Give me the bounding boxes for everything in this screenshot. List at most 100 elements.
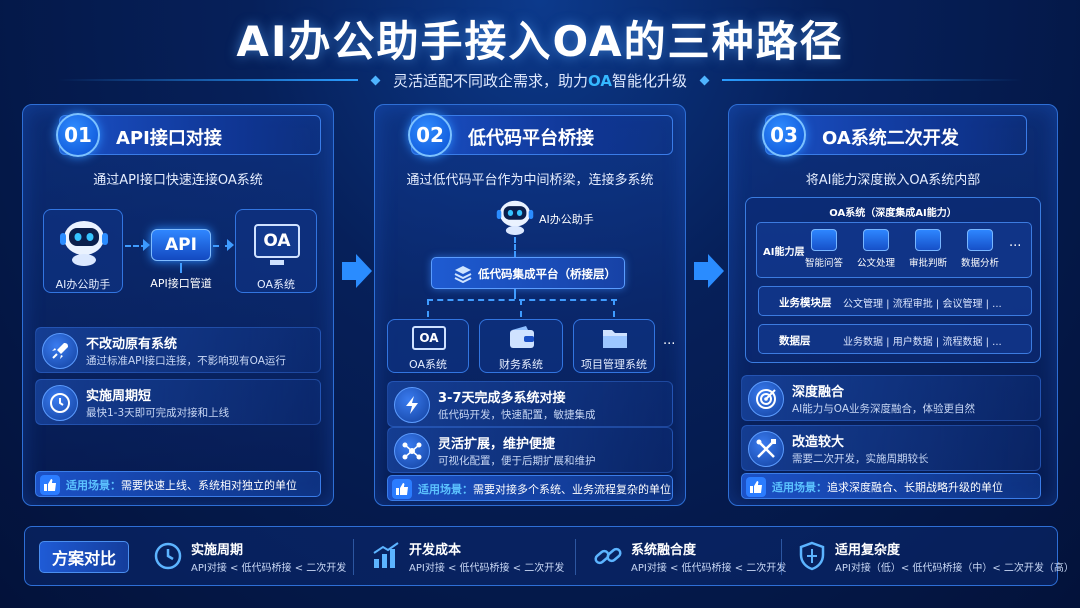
- comparison-sub: API对接 < 低代码桥接 < 二次开发: [191, 563, 347, 574]
- subtitle-text: 灵活适配不同政企需求，助力: [393, 71, 589, 90]
- connector: [514, 237, 516, 257]
- capability-label: 公文处理: [856, 258, 895, 269]
- bar-chart-icon: [967, 229, 993, 251]
- feature-title: 不改动原有系统: [86, 337, 178, 352]
- separator: [781, 539, 782, 575]
- panel-header: 03 OA系统二次开发: [762, 113, 1027, 157]
- connector: [427, 299, 429, 317]
- wallet-icon: [510, 326, 534, 348]
- feature-title: 灵活扩展，维护便捷: [438, 437, 556, 452]
- divider: [722, 79, 1022, 81]
- connector: [180, 263, 182, 273]
- feature-title: 改造较大: [792, 435, 845, 450]
- growth-chart-icon: [373, 542, 399, 568]
- robot-icon: [60, 221, 108, 266]
- feature-item: 实施周期短 最快1-3天即可完成对接和上线: [35, 379, 321, 425]
- feature-subtitle: 可视化配置，便于后期扩展和维护: [438, 455, 596, 467]
- feature-subtitle: AI能力与OA业务深度融合，体验更自然: [792, 403, 976, 415]
- scenario-value: 需要快速上线、系统相对独立的单位: [121, 479, 297, 492]
- subtitle-highlight: OA: [588, 71, 612, 90]
- layer-label: AI能力层: [763, 247, 805, 258]
- scenario-value: 追求深度融合、长期战略升级的单位: [827, 481, 1003, 494]
- comparison-title: 适用复杂度: [835, 543, 901, 558]
- subtitle-row: 灵活适配不同政企需求，助力OA智能化升级: [0, 68, 1080, 92]
- oa-system-node: OA OA系统: [235, 209, 317, 293]
- api-pipe-label: API接口管道: [150, 277, 212, 290]
- scenario-value: 需要对接多个系统、业务流程复杂的单位: [473, 483, 671, 496]
- panel-api: 01 API接口对接 通过API接口快速连接OA系统 AI办公助手 API AP…: [22, 104, 334, 506]
- lowcode-platform-node: 低代码集成平台（桥接层）: [431, 257, 625, 289]
- node-label: OA系统: [257, 278, 295, 291]
- ai-capability-layer: AI能力层 智能问答 公文处理 审批判断 数据分析 ···: [756, 222, 1032, 278]
- panel-title: 低代码平台桥接: [468, 128, 594, 149]
- panel-title: OA系统二次开发: [822, 128, 959, 149]
- clock-icon: [42, 385, 78, 421]
- box-title: OA系统（深度集成AI能力）: [829, 208, 957, 219]
- comparison-title: 系统融合度: [631, 543, 697, 558]
- panel-description: 通过低代码平台作为中间桥梁，连接多系统: [406, 173, 654, 188]
- separator: [353, 539, 354, 575]
- comparison-title: 开发成本: [409, 543, 462, 558]
- divider-dot: [370, 75, 381, 85]
- capability-approve: 审批判断: [905, 229, 949, 269]
- scenario-bar: 适用场景：追求深度融合、长期战略升级的单位: [741, 473, 1041, 499]
- scenario-bar: 适用场景：需要快速上线、系统相对独立的单位: [35, 471, 321, 497]
- capability-qa: 智能问答: [801, 229, 845, 269]
- panel-secondary-dev: 03 OA系统二次开发 将AI能力深度嵌入OA系统内部 OA系统（深度集成AI能…: [728, 104, 1058, 506]
- comparison-sub: API对接（低）< 低代码桥接（中）< 二次开发（高）: [835, 563, 1074, 574]
- robot-icon: [496, 200, 534, 235]
- comparison-title: 实施周期: [191, 543, 244, 558]
- api-badge: API: [151, 229, 211, 261]
- scenario-text: 适用场景：追求深度融合、长期战略升级的单位: [772, 479, 1003, 495]
- feature-subtitle: 最快1-3天即可完成对接和上线: [86, 407, 230, 419]
- feature-subtitle: 低代码开发，快速配置，敏捷集成: [438, 409, 596, 421]
- thumbs-up-icon: [392, 479, 412, 499]
- scenario-label: 适用场景：: [66, 479, 121, 492]
- scenario-bar: 适用场景：需要对接多个系统、业务流程复杂的单位: [387, 475, 673, 501]
- feature-title: 深度融合: [792, 385, 845, 400]
- capability-label: 审批判断: [908, 258, 947, 269]
- connector: [514, 289, 516, 299]
- monitor-stand: [270, 260, 284, 265]
- connector: [520, 299, 522, 317]
- arrow-icon: [227, 239, 234, 251]
- row-label: 业务模块层: [779, 297, 832, 309]
- scenario-text: 适用场景：需要快速上线、系统相对独立的单位: [66, 477, 297, 493]
- platform-label: 低代码集成平台（桥接层）: [478, 267, 616, 281]
- flow-arrow-icon: [342, 254, 372, 288]
- capability-analysis: 数据分析: [957, 229, 1001, 269]
- oa-monitor-icon: OA: [254, 224, 300, 258]
- capability-label: 智能问答: [804, 258, 843, 269]
- tools-icon: [748, 431, 784, 467]
- panel-lowcode: 02 低代码平台桥接 通过低代码平台作为中间桥梁，连接多系统 AI办公助手 低代…: [374, 104, 686, 506]
- node-label: 项目管理系统: [581, 358, 647, 371]
- ai-assistant-node: AI办公助手: [43, 209, 123, 293]
- panel-description: 通过API接口快速连接OA系统: [93, 173, 263, 188]
- shield-icon: [799, 541, 825, 571]
- node-label: 财务系统: [499, 358, 543, 371]
- feature-item: 不改动原有系统 通过标准API接口连接，不影响现有OA运行: [35, 327, 321, 373]
- comparison-tag: 方案对比: [39, 541, 129, 573]
- row-label: 数据层: [779, 335, 811, 347]
- panel-header: 01 API接口对接: [56, 113, 321, 157]
- target-icon: [748, 381, 784, 417]
- panel-header: 02 低代码平台桥接: [408, 113, 673, 157]
- lightning-icon: [394, 387, 430, 423]
- panel-description: 将AI能力深度嵌入OA系统内部: [805, 173, 981, 188]
- folder-icon: [603, 330, 627, 348]
- network-icon: [394, 433, 430, 469]
- arrow-icon: [143, 239, 150, 251]
- business-layer-row: 业务模块层 公文管理 | 流程审批 | 会议管理 | ...: [758, 286, 1032, 316]
- scenario-text: 适用场景：需要对接多个系统、业务流程复杂的单位: [418, 481, 671, 497]
- thumbs-up-icon: [746, 477, 766, 497]
- flow-arrow-icon: [694, 254, 724, 288]
- oa-monitor-icon: OA: [412, 326, 446, 350]
- node-label: AI办公助手: [55, 278, 111, 291]
- feature-item: 深度融合 AI能力与OA业务深度融合，体验更自然: [741, 375, 1041, 421]
- subtitle-text-end: 智能化升级: [611, 71, 687, 90]
- document-icon: [863, 229, 889, 251]
- connector: [125, 245, 147, 247]
- system-node-oa: OA OA系统: [387, 319, 469, 373]
- panel-number: 03: [762, 113, 806, 157]
- data-layer-row: 数据层 业务数据 | 用户数据 | 流程数据 | ...: [758, 324, 1032, 354]
